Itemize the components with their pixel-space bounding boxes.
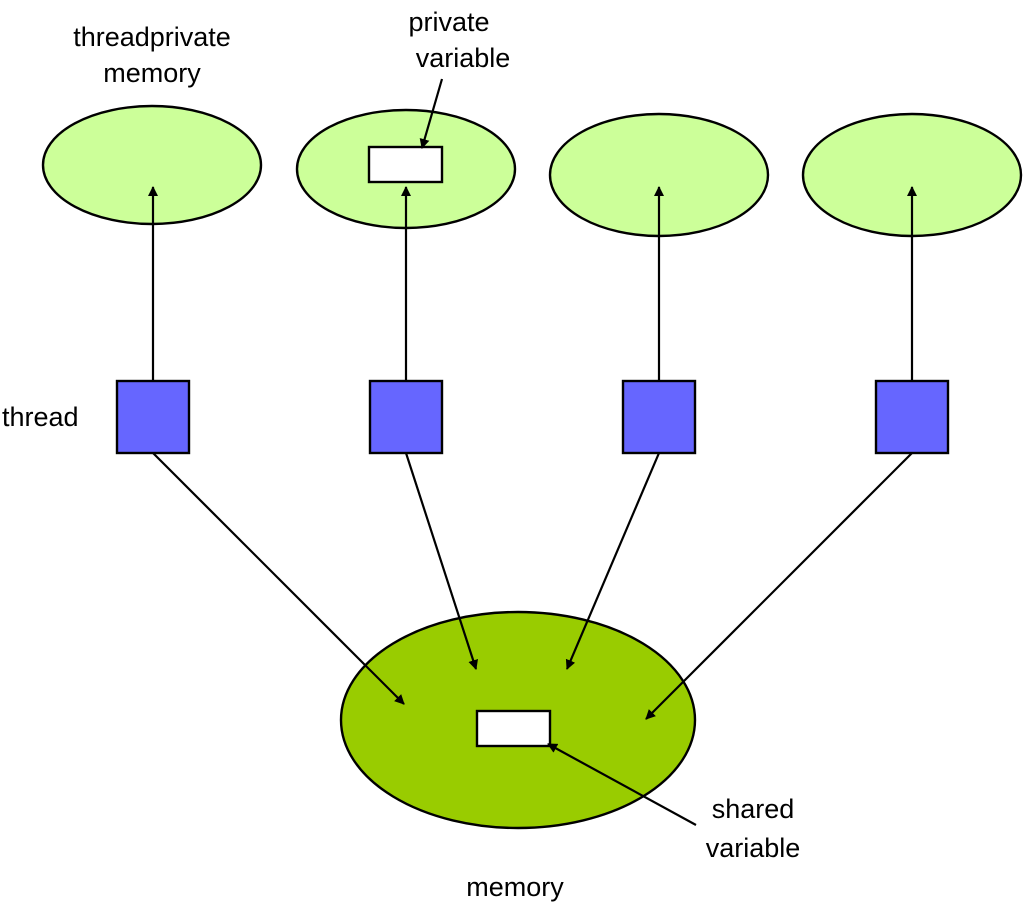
thread-1 xyxy=(115,379,191,455)
thread-3-to-shared-arrow xyxy=(565,452,661,670)
threadprivate-memory-label-line-1: threadprivate xyxy=(73,22,231,52)
private-variable-box xyxy=(367,145,444,184)
thread-label: thread xyxy=(2,402,79,432)
thread-4 xyxy=(874,379,950,455)
shared-variable-label-line-1: shared xyxy=(712,794,795,824)
private-variable-label-line-1: private xyxy=(408,7,489,37)
thread-3 xyxy=(621,379,697,455)
shared-variable-label-line-2: variable xyxy=(706,833,801,863)
thread-2 xyxy=(368,379,444,455)
thread-1-to-shared-arrow xyxy=(152,452,405,705)
thread-2-to-shared-arrow xyxy=(404,452,478,670)
memory-label: memory xyxy=(466,872,564,902)
private-variable-label-line-2: variable xyxy=(416,43,511,73)
thread-4-to-shared-arrow xyxy=(645,452,913,720)
shared-variable-pointer xyxy=(547,743,697,826)
private-variable-pointer xyxy=(419,78,444,149)
shared-variable-box xyxy=(475,709,552,748)
threadprivate-memory-label-line-2: memory xyxy=(103,58,201,88)
